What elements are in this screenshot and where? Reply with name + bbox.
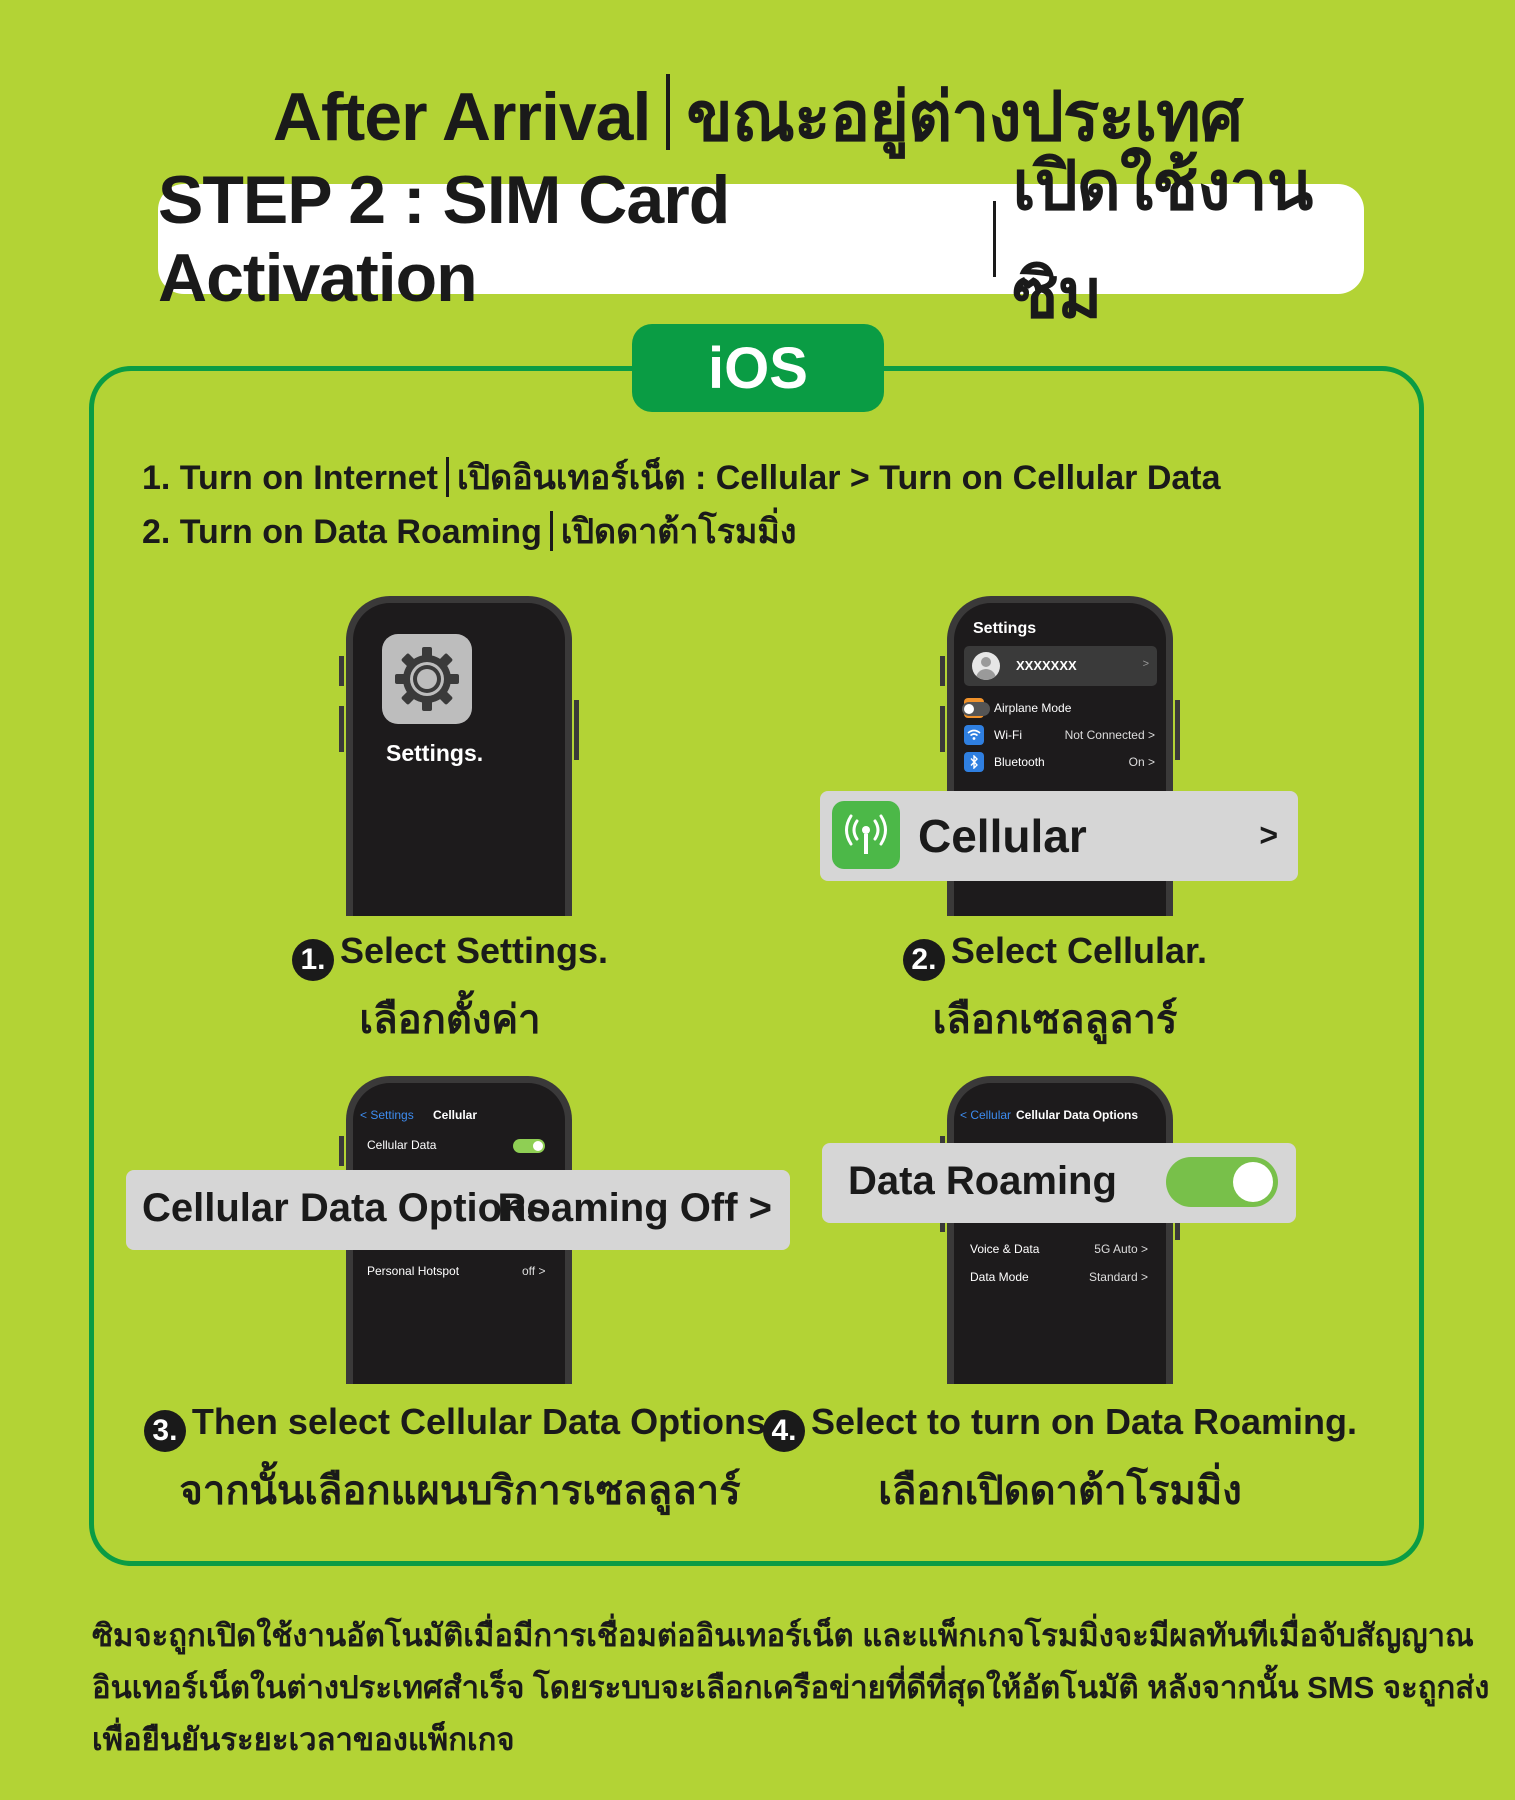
settings-header: Settings xyxy=(973,620,1037,637)
caption-th: เลือกตั้งค่า xyxy=(359,998,541,1042)
cellular-data-toggle[interactable] xyxy=(513,1139,545,1153)
step-title-en: STEP 2 : SIM Card Activation xyxy=(158,162,730,316)
phone-side-button xyxy=(940,656,945,686)
row-label: Voice & Data xyxy=(970,1242,1040,1256)
screen-header: Cellular Data Options xyxy=(1016,1108,1139,1122)
caption-en: Select Cellular. xyxy=(950,930,1208,971)
roaming-status-value: Roaming Off > xyxy=(497,1186,772,1230)
step-title-th: เปิดใช้งานซิม xyxy=(1012,148,1313,332)
caption-th: เลือกเซลลูลาร์ xyxy=(932,998,1178,1042)
personal-hotspot-label: Personal Hotspot xyxy=(367,1264,460,1278)
airplane-toggle[interactable] xyxy=(962,702,990,716)
data-roaming-toggle[interactable] xyxy=(1166,1157,1278,1207)
caption-en: Select Settings. xyxy=(339,930,609,971)
title-divider xyxy=(666,74,671,150)
page-title: After Arrival ขณะอยู่ต่างประเทศ xyxy=(0,62,1515,170)
step-number-badge: 4. xyxy=(762,1410,805,1452)
back-link[interactable]: < Cellular xyxy=(960,1108,1012,1122)
antenna-icon xyxy=(832,801,900,869)
step-number-badge: 1. xyxy=(291,939,334,981)
row-label: Bluetooth xyxy=(994,755,1045,769)
instruction-divider xyxy=(445,457,449,497)
avatar xyxy=(972,652,1000,680)
personal-hotspot-value: off > xyxy=(522,1264,546,1278)
step-banner: STEP 2 : SIM Card Activation เปิดใช้งานซิ… xyxy=(158,148,1364,332)
gear-icon xyxy=(395,647,459,711)
instruction-line-2: 2. Turn on Data Roaming เปิดดาต้าโรมมิ่ง xyxy=(142,504,796,558)
step-divider xyxy=(992,201,997,277)
row-value: Standard > xyxy=(1088,1270,1148,1284)
settings-app-icon[interactable] xyxy=(382,634,472,724)
cellular-data-options-label: Cellular Data Options xyxy=(142,1186,549,1230)
wifi-icon xyxy=(964,725,984,745)
phone-side-button xyxy=(339,656,344,686)
row-value: 5G Auto > xyxy=(1094,1242,1148,1256)
data-roaming-highlight[interactable]: Data Roaming xyxy=(822,1143,1296,1223)
profile-name: XXXXXXX xyxy=(1016,658,1077,673)
phone-side-button xyxy=(339,706,344,752)
phone-mockup-4 xyxy=(940,1076,1180,1384)
step-number-badge: 3. xyxy=(143,1410,186,1452)
instruction-divider xyxy=(549,511,553,551)
caption-step-2: 2.Select Cellular. เลือกเซลลูลาร์ xyxy=(805,930,1305,1051)
step-number-badge: 2. xyxy=(902,939,945,981)
screen-header: Cellular xyxy=(433,1108,478,1122)
phone-screen xyxy=(947,1076,1173,1384)
instruction-1-th: เปิดอินเทอร์เน็ต : Cellular > Turn on Ce… xyxy=(456,459,1221,497)
title-en: After Arrival xyxy=(272,79,652,155)
settings-row-bluetooth[interactable]: Bluetooth On > xyxy=(964,752,1157,774)
settings-row-airplane[interactable]: ✈ Airplane Mode xyxy=(962,698,1157,720)
instruction-2-en: 2. Turn on Data Roaming xyxy=(142,513,542,551)
caption-en: Select to turn on Data Roaming. xyxy=(810,1401,1358,1442)
caption-step-4: 4.Select to turn on Data Roaming. เลือกเ… xyxy=(740,1401,1380,1522)
data-roaming-label: Data Roaming xyxy=(848,1159,1117,1203)
bluetooth-icon xyxy=(964,752,984,772)
instruction-2-th: เปิดดาต้าโรมมิ่ง xyxy=(560,513,797,551)
instruction-line-1: 1. Turn on Internet เปิดอินเทอร์เน็ต : Ce… xyxy=(142,450,1221,504)
cellular-row-highlight[interactable]: Cellular > xyxy=(820,791,1298,881)
caption-step-3: 3.Then select Cellular Data Options. จาก… xyxy=(110,1401,810,1522)
profile-row[interactable]: XXXXXXX > xyxy=(964,646,1157,686)
row-label: Data Mode xyxy=(970,1270,1029,1284)
phone-side-button xyxy=(339,1136,344,1166)
footer-note-line-2: อินเทอร์เน็ตในต่างประเทศสำเร็จ โดยระบบจะ… xyxy=(92,1670,1490,1705)
settings-row-voice-data[interactable]: Voice & Data 5G Auto > xyxy=(970,1240,1148,1260)
phone-side-button xyxy=(940,706,945,752)
row-label: Wi-Fi xyxy=(994,728,1022,742)
title-th: ขณะอยู่ต่างประเทศ xyxy=(686,79,1243,155)
caption-en: Then select Cellular Data Options. xyxy=(191,1401,777,1442)
settings-row-wifi[interactable]: Wi-Fi Not Connected > xyxy=(964,725,1157,747)
caption-th: เลือกเปิดดาต้าโรมมิ่ง xyxy=(878,1469,1242,1513)
row-value: Not Connected > xyxy=(1064,728,1155,742)
phone-side-button xyxy=(574,700,579,760)
instruction-1-en: 1. Turn on Internet xyxy=(142,459,438,497)
footer-note-line-3: เพื่อยืนยันระยะเวลาของแพ็กเกจ xyxy=(92,1722,515,1757)
cellular-data-options-highlight[interactable]: Cellular Data Options Roaming Off > xyxy=(126,1170,790,1250)
settings-app-label: Settings. xyxy=(386,740,484,766)
caption-th: จากนั้นเลือกแผนบริการเซลลูลาร์ xyxy=(179,1469,741,1513)
caption-step-1: 1.Select Settings. เลือกตั้งค่า xyxy=(200,930,700,1051)
toggle-knob xyxy=(1233,1162,1273,1202)
row-label: Airplane Mode xyxy=(994,701,1072,715)
chevron-right-icon: > xyxy=(1259,817,1278,853)
back-link[interactable]: < Settings xyxy=(360,1108,414,1122)
platform-badge: iOS xyxy=(632,324,884,412)
chevron-right-icon: > xyxy=(1142,658,1149,670)
footer-note-line-1: ซิมจะถูกเปิดใช้งานอัตโนมัติเมื่อมีการเชื… xyxy=(92,1618,1474,1653)
cellular-data-label: Cellular Data xyxy=(367,1138,437,1152)
phone-side-button xyxy=(1175,700,1180,760)
settings-row-data-mode[interactable]: Data Mode Standard > xyxy=(970,1268,1148,1288)
row-value: On > xyxy=(1128,755,1155,769)
cellular-label: Cellular xyxy=(918,810,1087,862)
